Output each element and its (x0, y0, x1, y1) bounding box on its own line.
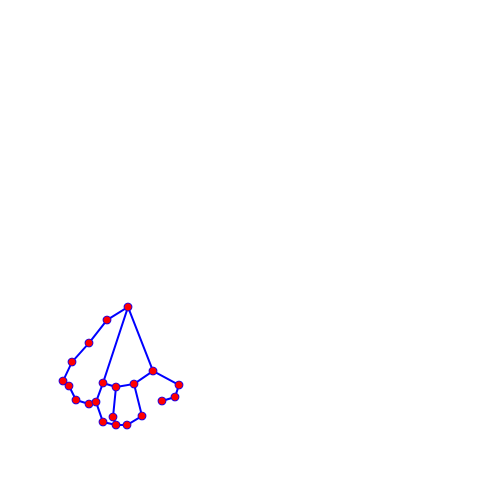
bone-0-9 (102, 306, 129, 384)
joint-point-18 (174, 380, 184, 390)
joint-point-15 (129, 379, 139, 389)
joint-point-4 (58, 376, 68, 386)
bone-17-18 (152, 370, 180, 386)
bone-15-16 (133, 383, 143, 417)
joint-point-19 (170, 392, 180, 402)
joint-point-17 (148, 366, 158, 376)
bone-1-2 (88, 319, 108, 344)
joint-point-1 (102, 315, 112, 325)
joints-layer (58, 302, 184, 430)
joint-point-0 (123, 302, 133, 312)
bone-11-12 (112, 386, 117, 418)
joint-point-2 (84, 338, 94, 348)
joint-point-14 (122, 420, 132, 430)
joint-point-3 (67, 357, 77, 367)
joint-point-12 (108, 412, 118, 422)
joint-point-11 (111, 382, 121, 392)
joint-point-16 (137, 411, 147, 421)
joint-point-5 (64, 381, 74, 391)
bone-0-17 (127, 306, 154, 372)
joint-point-8 (91, 397, 101, 407)
joint-point-9 (98, 378, 108, 388)
joint-point-20 (157, 396, 167, 406)
joint-point-6 (71, 395, 81, 405)
joint-point-13 (111, 420, 121, 430)
joint-point-10 (98, 417, 108, 427)
